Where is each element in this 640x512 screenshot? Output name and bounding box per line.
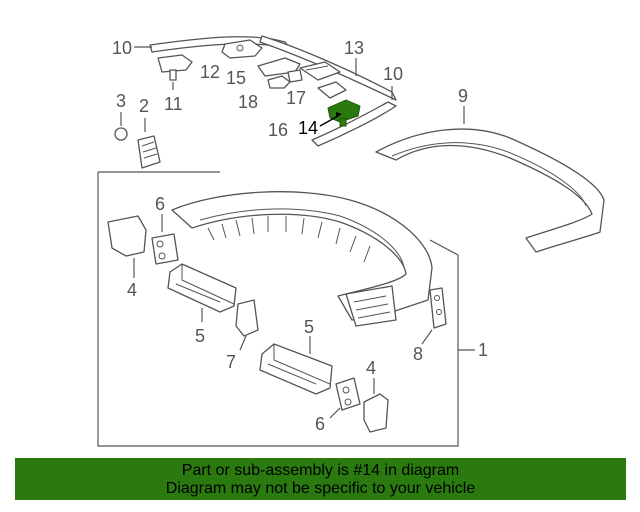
callout-5-upper: 5 bbox=[195, 326, 205, 346]
callout-5-lower: 5 bbox=[304, 317, 314, 337]
callout-13: 13 bbox=[344, 38, 364, 58]
info-banner: Part or sub-assembly is #14 in diagram D… bbox=[15, 458, 626, 500]
bracket-4-upper bbox=[107, 215, 147, 278]
callout-9: 9 bbox=[458, 86, 468, 106]
callout-17: 17 bbox=[286, 88, 306, 108]
highlighted-part-14 bbox=[319, 99, 361, 127]
callout-10-right: 10 bbox=[383, 64, 403, 84]
bracket-8 bbox=[421, 287, 447, 345]
callout-7: 7 bbox=[226, 352, 236, 372]
callout-6-lower: 6 bbox=[315, 414, 325, 434]
absorber-5-upper bbox=[167, 263, 237, 322]
callout-6-upper: 6 bbox=[155, 194, 165, 214]
lens-2 bbox=[137, 118, 161, 169]
parts-diagram: 10 12 15 13 10 18 17 11 3 2 16 14 9 6 4 … bbox=[97, 35, 605, 447]
bracket-6-lower bbox=[329, 377, 361, 419]
plate-17 bbox=[299, 61, 341, 81]
callout-1: 1 bbox=[478, 340, 488, 360]
callout-4-lower: 4 bbox=[366, 358, 376, 378]
grommet-3 bbox=[114, 112, 128, 141]
callout-18: 18 bbox=[238, 92, 258, 112]
absorber-5-lower bbox=[259, 336, 333, 395]
callout-12: 12 bbox=[200, 62, 220, 82]
callout-3: 3 bbox=[116, 91, 126, 111]
lower-rail-right bbox=[311, 86, 397, 147]
bumper-reinforcement bbox=[171, 191, 433, 327]
banner-line-2: Diagram may not be specific to your vehi… bbox=[165, 480, 476, 497]
callout-10-left: 10 bbox=[112, 38, 132, 58]
callout-14: 14 bbox=[298, 118, 318, 138]
bracket-12 bbox=[221, 39, 263, 59]
clip-16 bbox=[317, 81, 347, 99]
callout-8: 8 bbox=[413, 344, 423, 364]
assembly-frame bbox=[97, 171, 459, 447]
callout-15: 15 bbox=[226, 68, 246, 88]
banner-line-1: Part or sub-assembly is #14 in diagram bbox=[181, 462, 460, 479]
callout-11: 11 bbox=[164, 94, 183, 114]
callout-2: 2 bbox=[139, 96, 149, 116]
callout-4-upper: 4 bbox=[127, 280, 137, 300]
bracket-7 bbox=[235, 299, 259, 351]
callout-16: 16 bbox=[268, 120, 288, 140]
bracket-6-upper bbox=[151, 214, 179, 265]
clip-18 bbox=[267, 75, 291, 89]
bracket-11 bbox=[157, 54, 193, 90]
bracket-15 bbox=[257, 57, 303, 83]
bracket-4-lower bbox=[363, 378, 389, 433]
bumper-cover-9 bbox=[375, 106, 605, 253]
